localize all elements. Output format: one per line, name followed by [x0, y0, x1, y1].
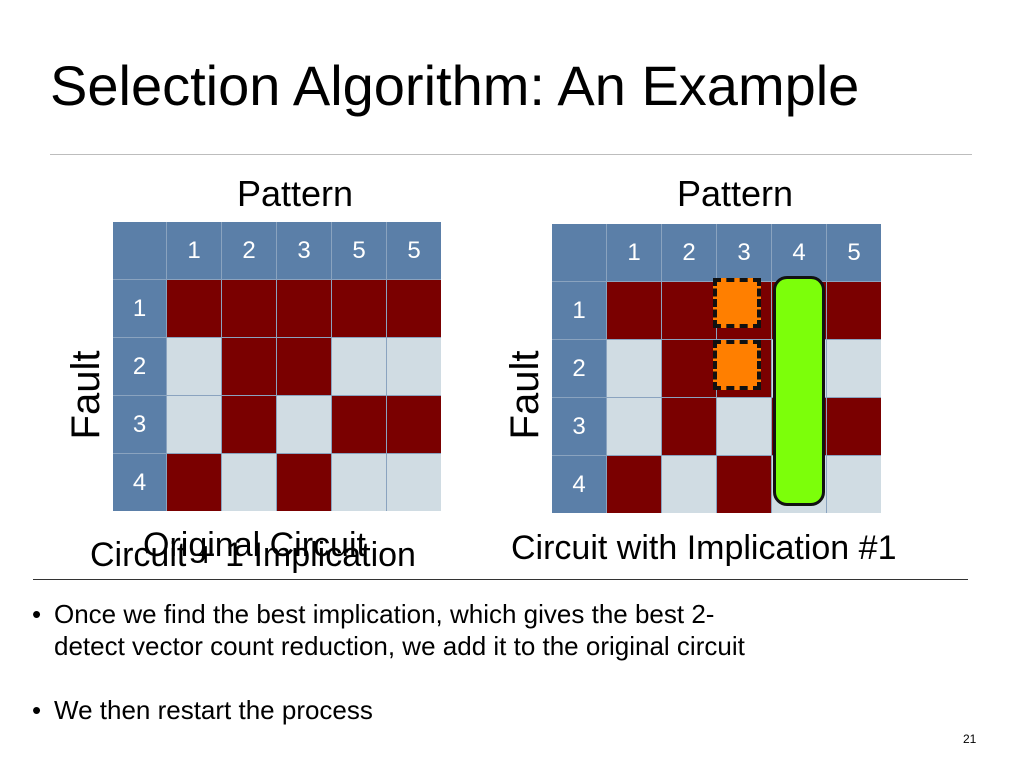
matrix-cell-r3-c3 [717, 398, 771, 455]
bullet-1-line-1: Once we find the best implication, which… [54, 599, 715, 629]
fault-header-2: 2 [552, 340, 606, 397]
matrix-cell-r4-c3 [277, 454, 331, 511]
left-caption-implication: Circuit + 1 Implication [90, 536, 416, 574]
caption-divider [33, 579, 968, 580]
page-number: 21 [963, 732, 977, 746]
matrix-cell-r3-c1 [607, 398, 661, 455]
pattern-header-5: 5 [387, 222, 441, 279]
right-fault-label: Fault [503, 350, 547, 440]
implication-column-highlight [773, 276, 825, 506]
matrix-cell-r4-c2 [222, 454, 276, 511]
bullet-dot: • [32, 599, 42, 629]
pattern-header-2: 2 [222, 222, 276, 279]
left-caption-original: Original Circuit [143, 526, 366, 564]
matrix-cell-r3-c1 [167, 396, 221, 453]
matrix-cell-r1-c5 [387, 280, 441, 337]
matrix-cell-r1-c1 [167, 280, 221, 337]
left-fault-label: Fault [64, 350, 108, 440]
matrix-cell-r1-c3 [277, 280, 331, 337]
matrix-cell-r2-c5 [387, 338, 441, 395]
matrix-cell-r4-c1 [167, 454, 221, 511]
matrix-cell-r1-c5 [827, 282, 881, 339]
matrix-cell-r3-c4 [332, 396, 386, 453]
title-divider [50, 154, 972, 155]
matrix-cell-r3-c5 [387, 396, 441, 453]
pattern-header-1: 1 [607, 224, 661, 281]
fault-header-4: 4 [552, 456, 606, 513]
matrix-cell-r1-c2 [662, 282, 716, 339]
matrix-cell-r4-c4 [332, 454, 386, 511]
matrix-cell-r2-c5 [827, 340, 881, 397]
matrix-cell-r2-c2 [662, 340, 716, 397]
pattern-header-3: 3 [277, 222, 331, 279]
matrix-cell-r2-c1 [167, 338, 221, 395]
fault-header-1: 1 [552, 282, 606, 339]
matrix-cell-r3-c2 [662, 398, 716, 455]
bullet-1-line-2: detect vector count reduction, we add it… [54, 631, 745, 661]
pattern-header-3: 3 [717, 224, 771, 281]
fault-header-3: 3 [113, 396, 166, 453]
right-pattern-label: Pattern [677, 173, 794, 214]
matrix-cell-r2-c1 [607, 340, 661, 397]
matrix-cell-r4-c2 [662, 456, 716, 513]
bullet-item: • Once we find the best implication, whi… [30, 598, 990, 662]
matrix-cell-r2-c3 [277, 338, 331, 395]
matrix-corner-cell [552, 224, 606, 281]
matrix-cell-r4-c3 [717, 456, 771, 513]
pattern-header-2: 2 [662, 224, 716, 281]
matrix-cell-r3-c2 [222, 396, 276, 453]
bullet-dot: • [32, 695, 42, 725]
selected-cell-row2-col3 [713, 340, 761, 390]
fault-header-4: 4 [113, 454, 166, 511]
matrix-cell-r4-c5 [387, 454, 441, 511]
slide-title: Selection Algorithm: An Example [50, 54, 860, 117]
fault-header-1: 1 [113, 280, 166, 337]
matrix-cell-r1-c1 [607, 282, 661, 339]
matrix-cell-r1-c2 [222, 280, 276, 337]
bullet-2-line-1: We then restart the process [54, 695, 373, 725]
matrix-cell-r4-c5 [827, 456, 881, 513]
right-caption: Circuit with Implication #1 [511, 529, 897, 567]
bullet-list: • Once we find the best implication, whi… [30, 598, 990, 726]
matrix-cell-r3-c5 [827, 398, 881, 455]
matrix-cell-r3-c3 [277, 396, 331, 453]
matrix-cell-r1-c4 [332, 280, 386, 337]
matrix-cell-r4-c1 [607, 456, 661, 513]
matrix-cell-r2-c4 [332, 338, 386, 395]
pattern-header-1: 1 [167, 222, 221, 279]
selected-cell-row1-col3 [713, 278, 761, 328]
pattern-header-4: 4 [772, 224, 826, 281]
pattern-header-4: 5 [332, 222, 386, 279]
fault-header-2: 2 [113, 338, 166, 395]
matrix-cell-r2-c2 [222, 338, 276, 395]
left-pattern-label: Pattern [237, 173, 354, 214]
pattern-header-5: 5 [827, 224, 881, 281]
matrix-corner-cell [113, 222, 166, 279]
bullet-item: • We then restart the process [30, 694, 990, 726]
fault-header-3: 3 [552, 398, 606, 455]
